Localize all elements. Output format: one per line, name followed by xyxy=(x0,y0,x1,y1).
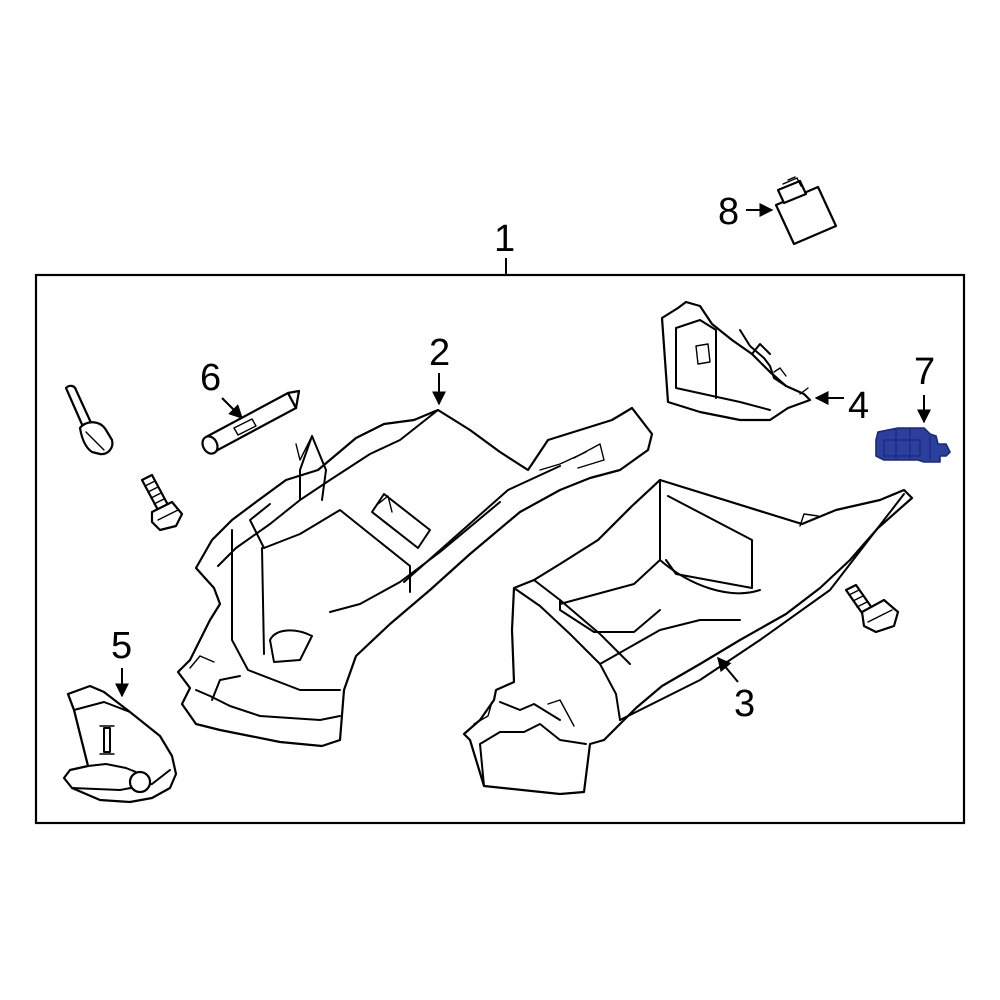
part-screw-right[interactable] xyxy=(844,583,900,634)
part-8-bulb[interactable] xyxy=(774,176,838,246)
assembly-frame xyxy=(34,273,966,825)
callout-6-group[interactable]: 6 xyxy=(200,357,243,419)
part-6-lamp[interactable] xyxy=(200,389,301,456)
part-3-glove-box[interactable] xyxy=(462,478,914,796)
callout-3-group[interactable]: 3 xyxy=(717,656,755,725)
callout-3-arrow xyxy=(717,656,739,683)
callout-5-group[interactable]: 5 xyxy=(111,625,132,698)
part-4-bracket[interactable] xyxy=(660,300,812,422)
callout-6-arrow xyxy=(221,397,243,419)
part-7-switch[interactable] xyxy=(875,427,951,463)
callout-2[interactable]: 2 xyxy=(429,332,450,374)
callout-3[interactable]: 3 xyxy=(734,683,755,725)
callout-8[interactable]: 8 xyxy=(718,191,739,233)
callout-2-group[interactable]: 2 xyxy=(429,332,450,406)
callout-5[interactable]: 5 xyxy=(111,625,132,667)
callout-1-group[interactable]: 1 xyxy=(494,218,515,275)
part-push-pin[interactable] xyxy=(64,384,114,456)
callout-4[interactable]: 4 xyxy=(848,385,869,427)
part-screw-left[interactable] xyxy=(140,473,184,532)
callout-4-group[interactable]: 4 xyxy=(814,385,869,427)
callout-7-group[interactable]: 7 xyxy=(914,351,935,424)
part-2-lower-panel[interactable] xyxy=(176,406,654,748)
callout-1[interactable]: 1 xyxy=(494,218,515,260)
callout-8-group[interactable]: 8 xyxy=(718,191,774,233)
callout-7[interactable]: 7 xyxy=(914,351,935,393)
part-5-latch-cover[interactable] xyxy=(62,684,178,804)
callout-6[interactable]: 6 xyxy=(200,357,221,399)
